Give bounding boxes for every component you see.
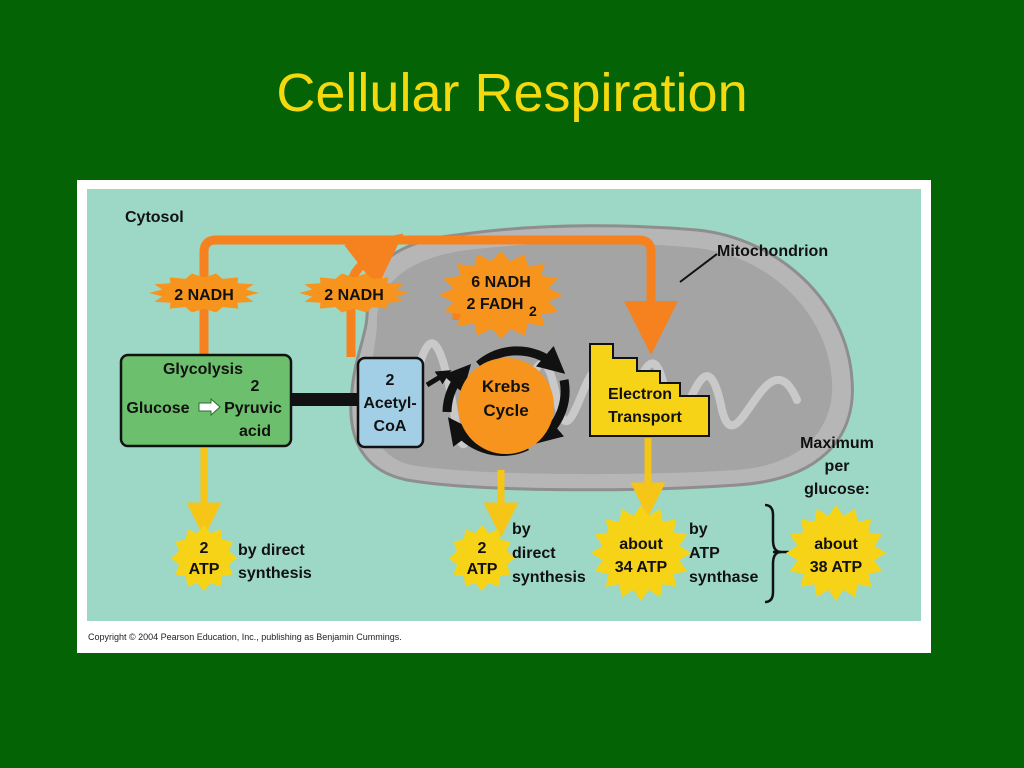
krebs-atp-note-line2: direct bbox=[512, 545, 556, 562]
respiration-figure: Cytosol Mitochondrion 2 NADH 2 NADH 6 NA… bbox=[77, 180, 931, 653]
acetyl-count: 2 bbox=[386, 372, 395, 389]
atp-etc-about: about bbox=[619, 536, 663, 553]
glycolysis-atp-note-line2: synthesis bbox=[238, 565, 312, 582]
atp-etc-amount: 34 ATP bbox=[615, 559, 668, 576]
atp-burst-maximum: about 38 ATP bbox=[786, 505, 886, 601]
maximum-label-line1: Maximum bbox=[800, 435, 874, 452]
atp-max-amount: 38 ATP bbox=[810, 559, 863, 576]
pyruvic-label: Pyruvic bbox=[224, 400, 282, 417]
acetyl-label: Acetyl- bbox=[363, 395, 416, 412]
atp-burst-glycolysis: 2 ATP bbox=[171, 525, 237, 591]
etc-atp-note-line2: ATP bbox=[689, 545, 720, 562]
nadh-burst-krebs-subscript: 2 bbox=[529, 303, 537, 319]
electron-transport-line2: Transport bbox=[608, 409, 682, 426]
atp-krebs-unit: ATP bbox=[467, 561, 498, 578]
atp-glycolysis-count: 2 bbox=[200, 540, 209, 557]
atp-krebs-count: 2 bbox=[478, 540, 487, 557]
maximum-label-line2: per bbox=[825, 458, 850, 475]
etc-atp-note-line3: synthase bbox=[689, 569, 758, 586]
mitochondrion-label: Mitochondrion bbox=[717, 243, 828, 260]
atp-burst-electron-transport: about 34 ATP bbox=[591, 505, 691, 601]
slide-title: Cellular Respiration bbox=[276, 63, 748, 123]
glycolysis-atp-note-line1: by direct bbox=[238, 542, 305, 559]
atp-max-about: about bbox=[814, 536, 858, 553]
acid-label: acid bbox=[239, 423, 271, 440]
pyruvic-count: 2 bbox=[251, 378, 260, 395]
electron-transport-line1: Electron bbox=[608, 386, 672, 403]
nadh-burst-acetyl: 2 NADH bbox=[299, 273, 409, 313]
krebs-label-line2: Cycle bbox=[483, 401, 528, 420]
krebs-atp-note-line1: by bbox=[512, 521, 531, 538]
nadh-burst-glycolysis: 2 NADH bbox=[149, 273, 259, 313]
glycolysis-title: Glycolysis bbox=[163, 361, 243, 378]
krebs-label-line1: Krebs bbox=[482, 377, 530, 396]
maximum-label-line3: glucose: bbox=[804, 481, 870, 498]
etc-atp-note-line1: by bbox=[689, 521, 708, 538]
electron-transport-box: Electron Transport bbox=[589, 343, 710, 437]
nadh-burst-krebs-line1: 6 NADH bbox=[471, 274, 531, 291]
cytosol-label: Cytosol bbox=[125, 209, 184, 226]
copyright-notice: Copyright © 2004 Pearson Education, Inc.… bbox=[88, 632, 402, 642]
pathway-connectors bbox=[290, 370, 452, 406]
atp-glycolysis-unit: ATP bbox=[189, 561, 220, 578]
nadh-burst-glycolysis-label: 2 NADH bbox=[174, 287, 234, 304]
nadh-burst-acetyl-label: 2 NADH bbox=[324, 287, 384, 304]
acetyl-coa-box: 2 Acetyl- CoA bbox=[356, 356, 425, 449]
respiration-diagram: Cytosol Mitochondrion 2 NADH 2 NADH 6 NA… bbox=[87, 189, 921, 621]
atp-burst-krebs: 2 ATP bbox=[449, 525, 515, 591]
glucose-label: Glucose bbox=[126, 400, 189, 417]
krebs-cycle: Krebs Cycle bbox=[442, 345, 570, 456]
atp-flow-arrows bbox=[186, 438, 666, 538]
glucose-to-pyruvate-arrow-icon bbox=[198, 397, 221, 417]
mitochondrion-pointer bbox=[679, 253, 718, 283]
nadh-burst-krebs-line2: 2 FADH bbox=[467, 296, 524, 313]
krebs-atp-note-line3: synthesis bbox=[512, 569, 586, 586]
nadh-burst-krebs: 6 NADH 2 FADH 2 bbox=[439, 251, 563, 339]
glycolysis-box: Glycolysis 2 Glucose Pyruvic acid bbox=[119, 353, 293, 448]
coa-label: CoA bbox=[374, 418, 407, 435]
